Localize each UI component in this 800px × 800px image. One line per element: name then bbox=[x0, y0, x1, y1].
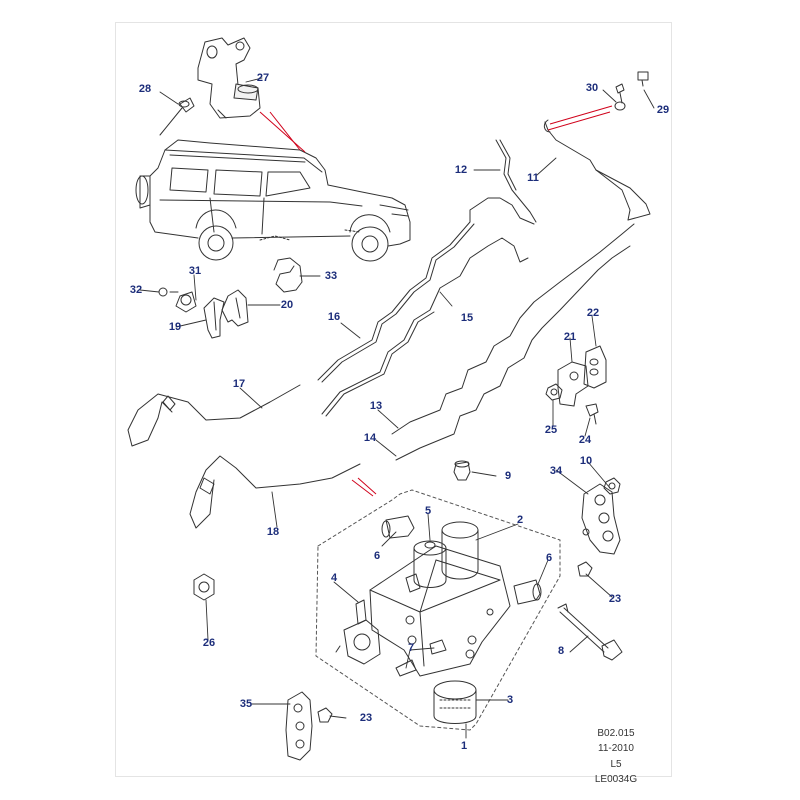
part-26-nut bbox=[193, 573, 215, 601]
leader-lines bbox=[139, 77, 655, 739]
part-28-pin bbox=[159, 97, 195, 136]
callout-19: 19 bbox=[168, 321, 182, 333]
callout-11: 11 bbox=[527, 172, 539, 184]
callout-1: 1 bbox=[460, 740, 468, 752]
pipe-17 bbox=[127, 384, 301, 447]
pipe-11-12 bbox=[495, 119, 651, 223]
callout-20: 20 bbox=[280, 299, 294, 311]
part-10-nut bbox=[603, 477, 621, 495]
callout-5: 5 bbox=[424, 505, 432, 517]
part-31-32-clip bbox=[158, 287, 197, 313]
callout-27: 27 bbox=[256, 72, 270, 84]
callout-18: 18 bbox=[266, 526, 280, 538]
callout-21: 21 bbox=[563, 331, 577, 343]
callout-23-right: 23 bbox=[608, 593, 622, 605]
callout-29: 29 bbox=[656, 104, 670, 116]
callout-6-right: 6 bbox=[545, 552, 553, 564]
callout-34: 34 bbox=[549, 465, 563, 477]
callout-7: 7 bbox=[407, 642, 415, 654]
part-25-nut bbox=[545, 383, 563, 401]
callout-13: 13 bbox=[369, 400, 383, 412]
callout-16: 16 bbox=[327, 311, 341, 323]
part-19-clip bbox=[203, 297, 225, 339]
callout-9: 9 bbox=[504, 470, 512, 482]
callout-8: 8 bbox=[557, 645, 565, 657]
part-20-clip bbox=[221, 289, 249, 327]
pipe-13 bbox=[391, 223, 635, 435]
part-33-clip bbox=[273, 257, 303, 293]
callout-2: 2 bbox=[516, 514, 524, 526]
callout-23-left: 23 bbox=[359, 712, 373, 724]
part-22-mount bbox=[583, 345, 607, 389]
callout-10: 10 bbox=[579, 455, 593, 467]
ref-figure: LE0034G bbox=[594, 774, 638, 785]
ref-code: B02.015 bbox=[597, 728, 635, 739]
callout-15: 15 bbox=[460, 312, 474, 324]
vehicle-illustration bbox=[135, 139, 411, 262]
part-29-30-fittings bbox=[614, 71, 649, 111]
callout-3: 3 bbox=[506, 694, 514, 706]
part-23-clip-right bbox=[577, 561, 593, 577]
callout-12: 12 bbox=[454, 164, 468, 176]
part-21-bracket bbox=[557, 361, 589, 407]
callout-4: 4 bbox=[330, 572, 338, 584]
part-34-plate bbox=[581, 483, 621, 555]
part-24-bolt bbox=[585, 403, 599, 425]
valve-block-assembly bbox=[315, 489, 561, 731]
part-27-bracket bbox=[197, 37, 261, 119]
callout-26: 26 bbox=[202, 637, 216, 649]
diagram-frame bbox=[115, 22, 672, 777]
part-35-bracket bbox=[285, 691, 313, 761]
callout-17: 17 bbox=[232, 378, 246, 390]
callout-30: 30 bbox=[585, 82, 599, 94]
callout-22: 22 bbox=[586, 307, 600, 319]
part-8-bolt bbox=[557, 603, 623, 661]
callout-32: 32 bbox=[129, 284, 143, 296]
callout-25: 25 bbox=[544, 424, 558, 436]
pipe-15 bbox=[321, 237, 529, 417]
part-9-plug bbox=[453, 460, 471, 481]
part-23-clip-left bbox=[317, 707, 333, 723]
pipe-14 bbox=[395, 245, 631, 461]
pipe-16 bbox=[317, 197, 535, 383]
callout-35: 35 bbox=[239, 698, 253, 710]
ref-model: L5 bbox=[610, 759, 622, 770]
ref-date: 11-2010 bbox=[598, 743, 634, 754]
callout-24: 24 bbox=[578, 434, 592, 446]
callout-6-left: 6 bbox=[373, 550, 381, 562]
callout-28: 28 bbox=[138, 83, 152, 95]
callout-33: 33 bbox=[324, 270, 338, 282]
pointer-lines bbox=[259, 105, 613, 497]
callout-31: 31 bbox=[188, 265, 202, 277]
callout-14: 14 bbox=[363, 432, 377, 444]
pipe-18 bbox=[189, 455, 361, 529]
